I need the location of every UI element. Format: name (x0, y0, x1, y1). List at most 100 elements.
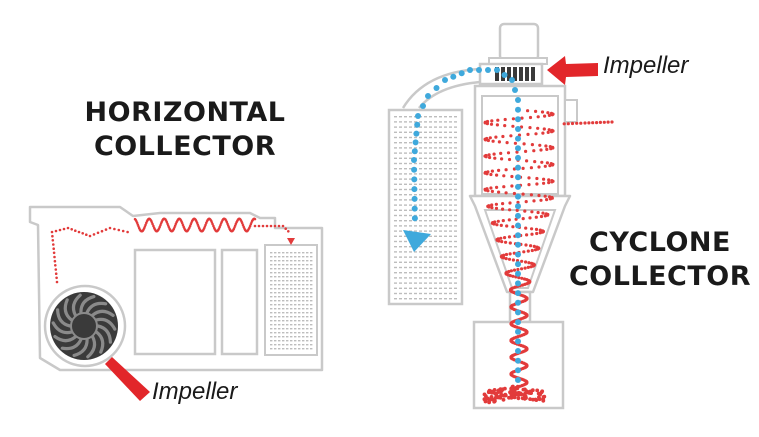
filter-grid-mark (424, 121, 427, 123)
airflow-dot (253, 224, 257, 228)
filter-grid-mark (429, 287, 432, 289)
airflow-dot (104, 228, 108, 231)
filter-grid-mark (290, 272, 293, 274)
filter-grid-mark (444, 292, 447, 295)
filter-grid-mark (270, 284, 273, 286)
filter-grid-mark (424, 287, 427, 289)
filter-grid-mark (274, 292, 277, 294)
airflow-dot (527, 176, 531, 180)
filter-grid-mark (429, 157, 432, 159)
airflow-dot (96, 231, 100, 235)
filter-grid-mark (310, 332, 313, 334)
filter-grid-mark (424, 136, 427, 139)
filter-grid-mark (286, 336, 289, 338)
filter-grid-mark (270, 340, 273, 342)
airflow-dot (515, 183, 521, 190)
filter-grid-mark (282, 296, 285, 298)
airflow-dot (486, 138, 490, 143)
filter-grid-mark (302, 328, 305, 330)
filter-grid-mark (454, 298, 457, 300)
airflow-dot (515, 106, 521, 113)
filter-grid-mark (306, 260, 309, 262)
airflow-dot (503, 124, 507, 128)
horizontal-collector (28, 205, 324, 401)
filter-grid-mark (424, 292, 427, 295)
filter-grid-mark (444, 246, 447, 248)
filter-grid-mark (444, 277, 447, 279)
airflow-dot (532, 149, 536, 153)
filter-grid-mark (286, 268, 289, 270)
filter-grid-mark (429, 194, 432, 196)
filter-grid-mark (439, 287, 442, 289)
filter-grid-mark (404, 152, 407, 154)
filter-grid-mark (394, 136, 397, 139)
dust-particle (509, 392, 514, 396)
filter-grid-mark (404, 173, 407, 175)
filter-grid-mark (454, 136, 457, 139)
filter-grid-mark (449, 121, 452, 123)
filter-grid-mark (454, 256, 457, 258)
filter-grid-mark (429, 183, 432, 185)
filter-grid-mark (444, 256, 447, 258)
filter-grid-mark (419, 209, 422, 211)
filter-grid-mark (434, 157, 437, 159)
filter-grid-mark (419, 251, 422, 253)
airflow-dot (411, 215, 418, 222)
airflow-dot (545, 198, 549, 202)
filter-grid-mark (399, 157, 402, 159)
filter-grid-mark (274, 300, 277, 302)
filter-grid-mark (439, 240, 442, 243)
impeller-blade (51, 321, 73, 335)
filter-grid-mark (302, 320, 305, 322)
filter-grid-mark (399, 178, 402, 180)
filter-grid-mark (439, 292, 442, 295)
filter-grid-mark (414, 147, 417, 149)
airflow-dot (502, 256, 506, 260)
filter-grid-mark (270, 324, 273, 326)
filter-grid-mark (419, 142, 422, 144)
filter-grid-mark (439, 277, 442, 279)
filter-grid-mark (454, 240, 457, 243)
filter-grid-mark (274, 344, 277, 346)
filter-grid-mark (429, 121, 432, 123)
filter-grid-mark (306, 268, 309, 270)
filter-grid-mark (404, 188, 407, 191)
airflow-dot (495, 173, 499, 177)
filter-grid-mark (310, 264, 313, 266)
airflow-dot (181, 221, 184, 225)
filter-grid-mark (282, 320, 285, 322)
filter-grid-mark (454, 131, 457, 133)
filter-grid-mark (306, 308, 309, 310)
filter-grid-mark (429, 277, 432, 279)
dust-particle (524, 396, 528, 400)
filter-grid-mark (306, 292, 309, 294)
filter-grid-mark (394, 147, 397, 149)
filter-grid-mark (424, 246, 427, 248)
airflow-dot (515, 309, 521, 316)
cyclone-inner-cone (483, 209, 557, 289)
dust-particle (487, 399, 491, 404)
filter-grid-mark (444, 251, 447, 253)
filter-grid-mark (439, 147, 442, 149)
airflow-dot (520, 276, 524, 280)
filter-grid-mark (439, 152, 442, 154)
cyclone-inner-body (481, 95, 559, 195)
filter-grid-mark (290, 304, 293, 306)
filter-grid-mark (394, 121, 397, 123)
filter-grid-mark (424, 220, 427, 222)
filter-grid-mark (439, 251, 442, 253)
filter-grid-mark (409, 251, 412, 253)
impeller-slat (525, 67, 529, 81)
filter-grid-mark (434, 235, 437, 237)
filter-grid-mark (394, 152, 397, 154)
filter-grid-mark (290, 284, 293, 286)
airflow-dot (526, 109, 530, 113)
filter-grid-mark (310, 304, 313, 306)
filter-grid-mark (394, 266, 397, 269)
filter-grid-mark (278, 252, 281, 254)
dust-particle (503, 392, 508, 397)
airflow-dot (515, 135, 521, 142)
airflow-dot (88, 234, 92, 238)
filter-grid-mark (434, 282, 437, 284)
